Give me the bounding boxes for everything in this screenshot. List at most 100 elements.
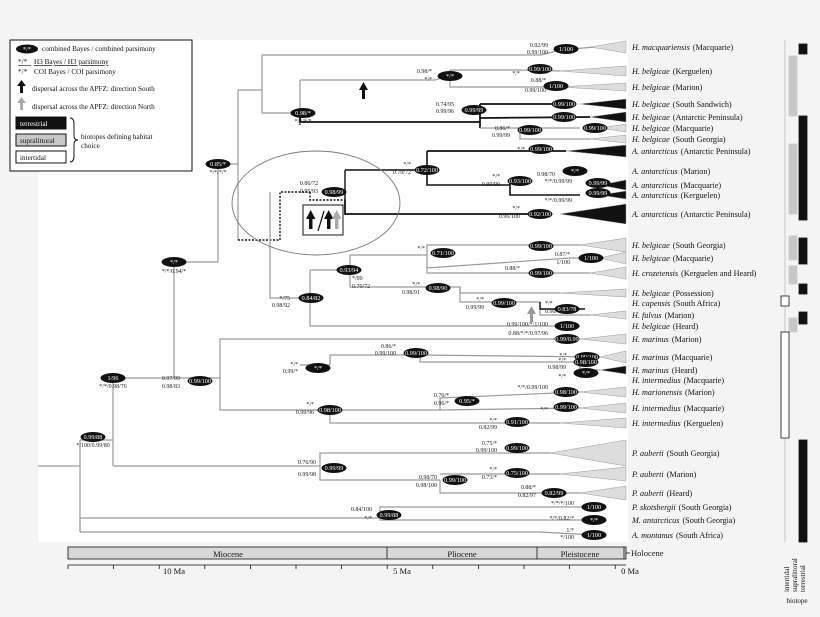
- node-support: 1/96: [107, 375, 118, 382]
- node-ellipse: [80, 432, 106, 442]
- clade-triangle: [599, 190, 627, 200]
- node-support-label: 0.98/83: [162, 384, 180, 390]
- node-support-label: 1/*: [566, 528, 574, 534]
- tip-locality: (Heard): [673, 322, 699, 331]
- node-support-label: */*: [417, 246, 425, 252]
- node-ellipse: [581, 502, 607, 512]
- biotope-bar: [798, 115, 808, 145]
- node-support: 0.84/82: [302, 295, 321, 302]
- node-support: 0.98/100: [319, 407, 341, 414]
- node-ellipse: [554, 334, 580, 344]
- node-support: 0.93/94: [340, 267, 359, 274]
- node-support: 0.99/100: [493, 300, 515, 307]
- node-ellipse: [305, 363, 331, 373]
- tree-branch: [509, 180, 580, 196]
- tip-locality: (South Georgia): [682, 516, 735, 525]
- node-support-label: 0.96/100: [499, 214, 520, 220]
- tree-branch: [309, 192, 345, 201]
- tree-node: 0.91/100*/*0.82/99: [479, 417, 530, 431]
- tip-species: H. belgicae: [631, 113, 670, 122]
- tip-species: H. crozetensis: [631, 269, 678, 278]
- tip-label: P. auberti(Marion): [631, 470, 697, 479]
- node-support: 0.98/100: [555, 389, 577, 396]
- tip-species: H. belgicae: [631, 241, 670, 250]
- tip-locality: (Macquarie): [673, 124, 714, 133]
- biotope-label-supralittoral: supralittoral: [791, 558, 799, 592]
- node-ellipse: [290, 108, 316, 118]
- node-support: 0.99/100: [519, 127, 541, 134]
- biotope-bar: [798, 43, 808, 55]
- node-support: 0.99/100: [506, 445, 528, 452]
- clade-triangles: [549, 40, 627, 501]
- tree-node: 0.83/78*/*0.90/73: [545, 301, 580, 315]
- tree-node: 0.93/100*/*0.90/99: [482, 174, 533, 188]
- node-support-label: */*/0.94/*: [162, 269, 187, 275]
- node-support-label: 0.88/*: [521, 485, 536, 491]
- tip-label: P. auberti(South Georgia): [631, 449, 720, 458]
- node-support-label: */*: [540, 407, 548, 413]
- tip-species: A. montanus: [631, 531, 673, 540]
- arrow-box-slash: [317, 210, 325, 232]
- biotope-axis-labels: intertidal supralittoral terrestrial bio…: [783, 558, 808, 605]
- tip-locality: (Marion): [685, 388, 715, 397]
- node-support-label: 0.88/*/*/0.97/96: [508, 331, 548, 337]
- tip-label: H. marinus(Marion): [631, 335, 702, 344]
- tree-node: 0.98/**/*/*/*: [290, 108, 316, 125]
- node-support-label: */*: [489, 418, 497, 424]
- biotope-bar: [788, 55, 798, 117]
- clade-triangle: [589, 134, 627, 144]
- tip-label: H. capensis(South Africa): [631, 299, 721, 308]
- tree-node: 0.98/100*/*0.99/96: [296, 402, 343, 416]
- node-support-label: 0.86/72: [300, 181, 318, 187]
- tree-branch: [80, 531, 596, 536]
- tree-node: 0.84/82*/750.98/92: [272, 293, 324, 309]
- tip-label: H. belgicae(Kerguelen): [631, 67, 712, 76]
- legend-brace: [69, 117, 79, 163]
- legend-brace-line2: choice: [81, 142, 100, 150]
- tree-node: 0.72/100*/*0.70/72: [393, 162, 440, 176]
- legend-node-symbol-text: */*: [23, 46, 31, 53]
- tree-node: 0.99/100: [582, 123, 608, 133]
- tip-species: P. auberti: [631, 470, 664, 479]
- tree-branch: [219, 378, 330, 411]
- tip-locality: (Marion): [667, 470, 697, 479]
- node-ellipse: [517, 125, 543, 135]
- tip-locality: (South Georgia): [679, 503, 732, 512]
- tree-branch: [330, 391, 581, 411]
- tree-branch: [350, 244, 580, 256]
- node-ellipse: [551, 112, 577, 122]
- node-support: */*: [314, 365, 322, 372]
- tip-locality: (Marion): [665, 311, 695, 320]
- arrow-box-north-icon: [332, 210, 342, 229]
- tree-node: 0.99/88*/100/0.99/80: [76, 432, 110, 449]
- node-ellipse: [442, 475, 468, 485]
- node-ellipse: [541, 488, 567, 498]
- clade-triangle: [579, 333, 627, 345]
- tip-label: A. antarcticus(Marion): [631, 167, 710, 176]
- node-support: 1/100: [559, 46, 573, 53]
- tip-locality: (Macquarie): [673, 254, 714, 263]
- biotope-bar: [788, 317, 798, 333]
- node-ellipse: [321, 187, 347, 197]
- legend-h3: H3 Bayes / H3 parsimony: [34, 58, 109, 66]
- node-support-label: 0.87/*: [555, 252, 570, 258]
- tip-species: H. marionensis: [631, 388, 682, 397]
- clade-triangle: [599, 350, 627, 364]
- tree-node: 0.99/990.74/950.99/96: [436, 102, 487, 115]
- tip-label: H. intermedius(Macquarie): [631, 404, 724, 413]
- node-support-label: 0.99/100: [375, 351, 396, 357]
- biotope-bar: [788, 143, 798, 215]
- tip-label: H. belgicae(Antarctic Peninsula): [631, 113, 743, 122]
- node-support: 0.95/*: [459, 398, 475, 405]
- ma-label-10: 10 Ma: [163, 566, 185, 576]
- node-ellipse: [562, 166, 588, 176]
- tip-locality: (South Africa): [673, 299, 720, 308]
- node-support: 0.99/100: [444, 477, 466, 484]
- node-ellipse: [585, 188, 611, 198]
- highlight-oval: [231, 150, 401, 256]
- node-ellipse: [376, 510, 402, 520]
- node-support: 0.99/99: [589, 190, 608, 197]
- node-support-label: 0.70/*: [434, 393, 449, 399]
